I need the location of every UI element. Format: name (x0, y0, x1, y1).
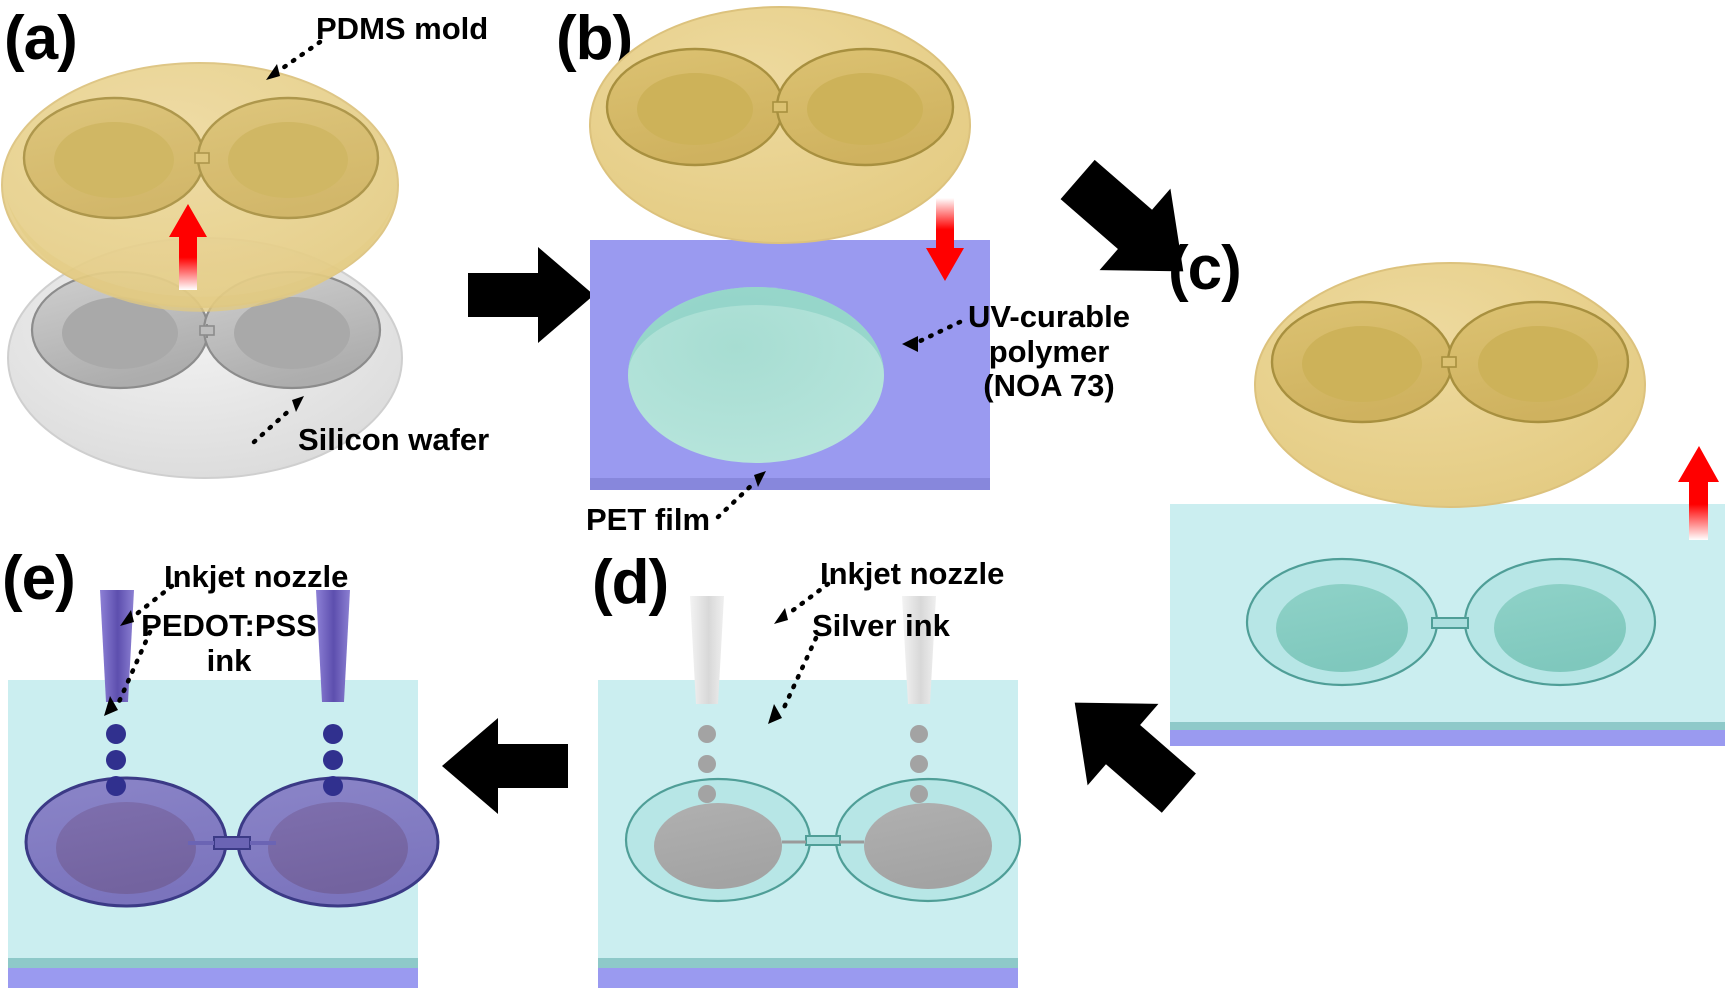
leader-inkjet-nozzle-e (120, 583, 175, 626)
pdms-mold-shape-c (1254, 262, 1646, 508)
panel-c-graphic (1170, 262, 1725, 746)
annotation-pedot-pss-ink: PEDOT:PSS ink (141, 608, 317, 678)
silver-ink-droplets-left-d (698, 725, 716, 803)
leader-pdms-mold (266, 39, 323, 80)
leader-inkjet-nozzle-d (774, 581, 831, 624)
noa73-drop-shape (628, 287, 884, 463)
red-up-arrow-a (169, 204, 207, 290)
red-up-arrow-c (1678, 446, 1719, 540)
annotation-silicon-wafer: Silicon wafer (298, 422, 490, 457)
panel-label-d: (d) (592, 548, 669, 617)
panel-label-c: (c) (1168, 234, 1242, 303)
panel-b-graphic (589, 6, 990, 490)
annotation-inkjet-nozzle-d: Inkjet nozzle (820, 556, 1005, 591)
inkjet-nozzle-right-d (902, 596, 936, 704)
silver-filled-wells-d (624, 777, 1022, 903)
annotation-uv-curable-polymer: UV-curable polymer (NOA 73) (968, 299, 1130, 404)
annotation-inkjet-nozzle-e: Inkjet nozzle (164, 559, 349, 594)
leader-silicon-wafer (251, 396, 304, 445)
pedot-ink-droplets-left-e (106, 724, 126, 796)
leader-silver-ink-d (768, 635, 819, 724)
panel-label-b: (b) (556, 4, 633, 73)
panel-label-e: (e) (2, 544, 76, 613)
panel-e-graphic (8, 590, 440, 988)
inkjet-nozzle-right-e (316, 590, 350, 702)
pedot-ink-droplets-right-e (323, 724, 343, 796)
arrow-d-to-e (442, 718, 568, 814)
noa73-layer-shape-c (1170, 504, 1725, 746)
arrow-b-to-c (1060, 159, 1184, 272)
panel-d-graphic (598, 596, 1022, 988)
arrow-c-to-d (1074, 702, 1196, 813)
silver-ink-droplets-right-d (910, 725, 928, 803)
pdms-mold-shape-b (589, 6, 971, 244)
annotation-pet-film: PET film (586, 502, 711, 537)
panel-label-a: (a) (4, 4, 78, 73)
pedot-pss-pattern-e (24, 776, 440, 908)
inkjet-nozzle-left-d (690, 596, 724, 704)
pdms-mold-shape (1, 62, 399, 312)
red-down-arrow-b (926, 198, 964, 281)
arrow-a-to-b (468, 247, 594, 343)
panel-a-graphic (1, 62, 403, 479)
annotation-pdms-mold: PDMS mold (316, 11, 489, 46)
annotation-silver-ink-d: Silver ink (812, 608, 950, 643)
silicon-wafer-shape (7, 237, 403, 479)
leader-pedot-pss-ink (104, 629, 153, 716)
leader-uv-curable-polymer (902, 319, 963, 352)
leader-pet-film (715, 471, 766, 520)
